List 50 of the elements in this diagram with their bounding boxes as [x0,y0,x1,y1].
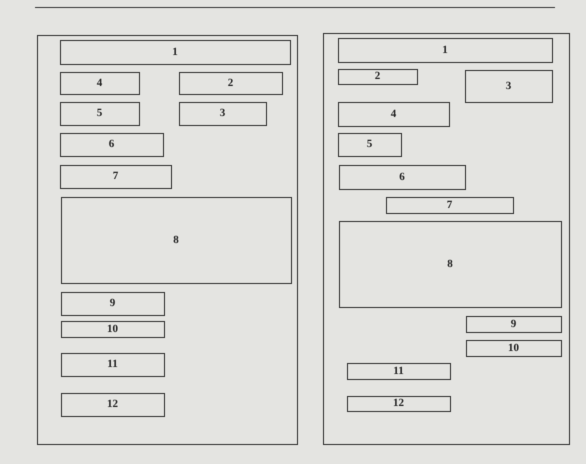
box-number: 10 [508,342,519,354]
box-number: 6 [108,139,114,150]
box-number: 12 [107,399,118,410]
numbered-box [60,164,172,188]
box-number: 1 [442,44,448,56]
box-number: 9 [110,298,116,309]
numbered-box [346,362,450,380]
box-number: 5 [96,108,102,119]
numbered-box [464,70,552,102]
box-number: 10 [107,324,118,334]
box-number: 7 [112,171,118,182]
numbered-box [60,320,164,338]
box-number: 1 [172,46,178,58]
box-number: 2 [374,71,380,82]
numbered-box [60,196,292,284]
box-number: 2 [228,78,234,88]
numbered-box [338,38,552,62]
numbered-box [60,72,140,94]
box-number: 4 [390,108,396,120]
numbered-box [60,352,164,376]
numbered-box [60,40,290,64]
numbered-box [338,132,402,156]
box-number: 3 [220,108,226,119]
box-number: 3 [506,80,512,92]
numbered-box [338,220,562,308]
box-number: 12 [393,398,404,409]
box-number: 8 [173,234,179,246]
numbered-box [60,392,164,416]
page-frame [323,33,570,445]
page-frame [37,35,298,445]
box-number: 4 [96,78,102,88]
numbered-box [178,102,266,126]
numbered-box [466,316,562,332]
box-number: 11 [393,366,404,376]
numbered-box [338,68,418,84]
box-number: 5 [366,139,372,150]
numbered-box [60,102,140,126]
numbered-box [386,196,514,214]
numbered-box [178,72,282,94]
box-number: 6 [399,172,405,182]
numbered-box [338,102,450,126]
numbered-box [60,132,164,156]
box-number: 8 [447,258,453,270]
numbered-box [466,340,562,356]
numbered-box [60,292,164,316]
box-number: 9 [510,318,516,330]
numbered-box [338,164,466,190]
box-number: 7 [446,200,452,210]
numbered-box [346,396,450,412]
box-number: 11 [107,359,118,370]
